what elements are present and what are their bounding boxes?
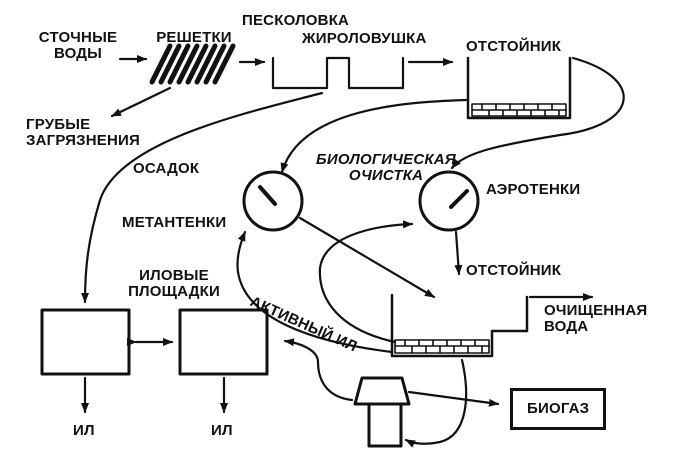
settler-top-sediment bbox=[471, 103, 567, 117]
label-treated-water: ОЧИЩЕННАЯ ВОДА bbox=[544, 302, 648, 335]
gasholder-body bbox=[367, 402, 403, 448]
digester-indicator bbox=[258, 185, 277, 206]
biogas-box: БИОГАЗ bbox=[510, 388, 607, 430]
label-wastewater: СТОЧНЫЕ ВОДЫ bbox=[38, 29, 118, 62]
arrow-digester-to-settler bbox=[298, 216, 436, 299]
label-sludge-right: ИЛ bbox=[211, 422, 233, 439]
arrow-settler-to-digester bbox=[280, 98, 468, 174]
arrow-digested-sludge-to-bed bbox=[283, 338, 354, 402]
label-settler-bottom: ОТСТОЙНИК bbox=[466, 262, 562, 279]
digester-tank bbox=[242, 170, 304, 232]
settler-top-tank bbox=[466, 56, 572, 120]
screens-grate bbox=[149, 43, 236, 85]
label-sludge-left: ИЛ bbox=[73, 422, 95, 439]
settler-bottom-sediment bbox=[394, 339, 490, 354]
arrow-sediment-to-sludgebed bbox=[81, 91, 324, 304]
label-sediment: ОСАДОК bbox=[133, 160, 200, 177]
arrow-settler-to-aerotank bbox=[450, 56, 625, 170]
label-aerotanks: АЭРОТЕНКИ bbox=[486, 181, 581, 198]
label-settler-top: ОТСТОЙНИК bbox=[466, 38, 562, 55]
sludge-bed-left bbox=[40, 308, 131, 376]
sandtrap-greasetrap-tank bbox=[271, 56, 405, 90]
arrow-excess-sludge-to-digester bbox=[236, 230, 394, 354]
label-sludge-beds: ИЛОВЫЕ ПЛОЩАДКИ bbox=[128, 267, 220, 300]
settler-bottom-tank bbox=[390, 293, 529, 358]
label-bio-treatment: БИОЛОГИЧЕСКАЯ ОЧИСТКА bbox=[316, 151, 456, 184]
arrow-aerotank-to-settler bbox=[454, 230, 463, 276]
arrow-settler-to-gasholder bbox=[404, 358, 468, 448]
sludge-bed-right bbox=[178, 308, 269, 376]
label-coarse-impurities: ГРУБЫЕ ЗАГРЯЗНЕНИЯ bbox=[26, 116, 140, 149]
label-sand-trap: ПЕСКОЛОВКА bbox=[242, 12, 350, 29]
aerotank-indicator bbox=[449, 189, 469, 209]
gasholder-cap bbox=[353, 376, 411, 406]
aerotank-tank bbox=[418, 170, 480, 232]
arrow-screens-to-coarse bbox=[110, 86, 172, 118]
arrow-gasholder-to-biogas bbox=[407, 390, 500, 407]
label-screens: РЕШЕТКИ bbox=[156, 29, 232, 46]
label-digesters: МЕТАНТЕНКИ bbox=[122, 214, 227, 231]
label-grease-trap: ЖИРОЛОВУШКА bbox=[302, 30, 427, 47]
arrow-activated-sludge-return bbox=[318, 220, 414, 344]
